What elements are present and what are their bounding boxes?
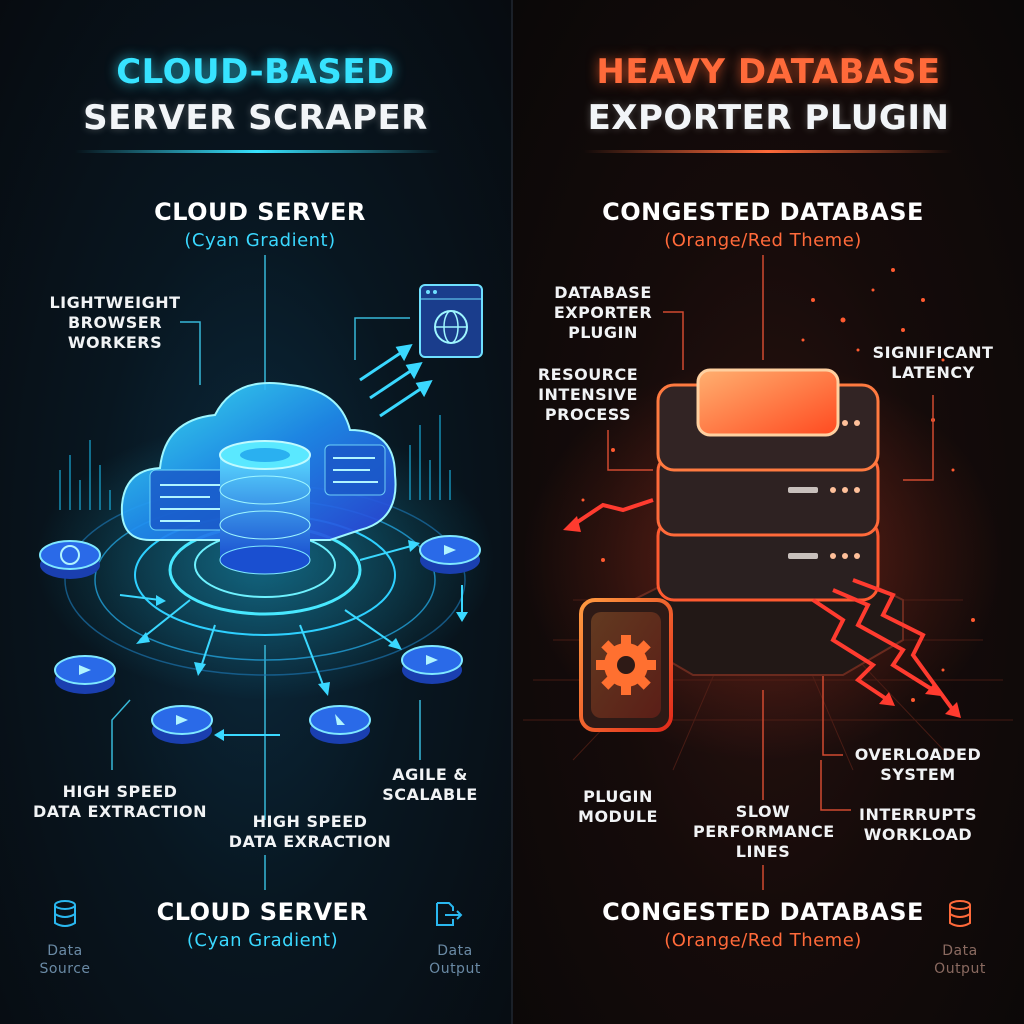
hot-top-plate [696, 368, 840, 437]
right-bottom-label: CONGESTED DATABASE [602, 898, 924, 926]
panel-divider [511, 0, 513, 1024]
upload-arrows [359, 344, 433, 418]
leader-overloaded [822, 660, 843, 756]
data-output-label-right: Data Output [920, 942, 1000, 978]
workers-label-line1: LIGHTWEIGHT [49, 293, 181, 312]
workers-label-line3: WORKERS [67, 333, 163, 352]
data-source-icon [54, 900, 76, 927]
flow-arrows [119, 544, 463, 736]
data-output-label-left-line1: Data [437, 943, 473, 959]
leader-workers [180, 321, 201, 385]
leader-browser [354, 317, 410, 360]
speed-label-center: HIGH SPEED DATA EXRACTION [210, 812, 410, 852]
left-title-line1: CLOUD-BASED [116, 52, 395, 92]
slow-label: SLOW PERFORMANCE LINES [693, 802, 835, 862]
data-output-icon [436, 902, 463, 926]
exporter-label-line1: DATABASE [554, 283, 652, 302]
leader-speed [111, 699, 131, 770]
flow-arrowheads [136, 540, 468, 741]
overloaded-label-line2: SYSTEM [880, 765, 956, 784]
overloaded-label: OVERLOADED SYSTEM [843, 745, 993, 785]
plugin-label: PLUGIN MODULE [553, 787, 683, 827]
left-bottom-label: CLOUD SERVER [156, 898, 369, 926]
resource-label-line2: INTENSIVE [538, 385, 638, 404]
agile-label-line2: SCALABLE [382, 785, 478, 804]
worker-node-3 [151, 705, 213, 744]
data-output-label-left-line2: Output [429, 961, 481, 977]
speed-label-left-line1: HIGH SPEED [62, 782, 178, 801]
exporter-label-line2: EXPORTER [553, 303, 653, 322]
plugin-label-line1: PLUGIN [583, 787, 653, 806]
data-bars [59, 415, 451, 510]
speed-label-center-line2: DATA EXRACTION [228, 832, 392, 851]
left-top-label: CLOUD SERVER [154, 198, 366, 226]
worker-node-5 [401, 645, 463, 684]
left-panel: CLOUD-BASED SERVER SCRAPER CLOUD SERVER … [0, 0, 511, 1024]
resource-label: RESOURCE INTENSIVE PROCESS [518, 365, 658, 425]
speed-label-center-line1: HIGH SPEED [252, 812, 368, 831]
slow-label-line1: SLOW [735, 802, 791, 821]
left-title-line2: SERVER SCRAPER [83, 98, 428, 138]
right-title-line1: HEAVY DATABASE [596, 52, 941, 92]
speed-label-left-line2: DATA EXTRACTION [32, 802, 208, 821]
latency-label-line2: LATENCY [891, 363, 975, 382]
latency-arrowheads [563, 516, 961, 718]
plugin-label-line2: MODULE [578, 807, 658, 826]
data-output-icon-right [949, 900, 971, 927]
resource-label-line3: PROCESS [544, 405, 632, 424]
agile-label: AGILE & SCALABLE [365, 765, 495, 805]
database-stack [219, 440, 311, 575]
worker-node-4 [309, 705, 371, 744]
right-title-underline [583, 150, 953, 153]
cloud-diagram [35, 255, 495, 927]
workers-label-line2: BROWSER [67, 313, 163, 332]
right-top-sub: (Orange/Red Theme) [664, 230, 862, 251]
exporter-label: DATABASE EXPORTER PLUGIN [533, 283, 673, 343]
gear-icon [596, 635, 656, 695]
agile-label-line1: AGILE & [392, 765, 468, 784]
worker-node-2 [54, 655, 116, 694]
leader-exporter [663, 311, 684, 370]
server-tower [656, 368, 880, 602]
overloaded-label-line1: OVERLOADED [854, 745, 982, 764]
worker-node-1 [39, 540, 101, 579]
plugin-module [579, 598, 673, 732]
database-diagram [523, 255, 1013, 927]
right-panel: HEAVY DATABASE EXPORTER PLUGIN CONGESTED… [513, 0, 1024, 1024]
data-output-label-right-line1: Data [942, 943, 978, 959]
exporter-label-line3: PLUGIN [568, 323, 638, 342]
speed-label-left: HIGH SPEED DATA EXTRACTION [20, 782, 220, 822]
worker-node-6 [419, 535, 481, 574]
data-output-label-left: Data Output [415, 942, 495, 978]
browser-window-icon [419, 284, 483, 358]
worker-nodes [39, 535, 481, 744]
leader-interrupts [820, 760, 851, 811]
data-source-label: Data Source [25, 942, 105, 978]
left-bottom-sub: (Cyan Gradient) [186, 930, 339, 951]
data-source-label-line1: Data [47, 943, 83, 959]
latency-zigzags [571, 498, 955, 712]
latency-label-line1: SIGNIFICANT [872, 343, 994, 362]
leader-resource [607, 430, 653, 471]
left-top-sub: (Cyan Gradient) [184, 230, 336, 251]
leader-latency [903, 395, 934, 481]
cloud-data-panel [149, 444, 386, 531]
latency-label: SIGNIFICANT LATENCY [863, 343, 1003, 383]
data-source-label-line2: Source [39, 961, 91, 977]
slow-label-line2: PERFORMANCE [693, 822, 835, 841]
interrupts-label-line2: WORKLOAD [863, 825, 973, 844]
slow-label-line3: LINES [735, 842, 791, 861]
workers-label: LIGHTWEIGHT BROWSER WORKERS [20, 293, 210, 353]
interrupts-label-line1: INTERRUPTS [859, 805, 977, 824]
particles [581, 268, 975, 702]
left-title-underline [75, 150, 440, 153]
right-title-line2: EXPORTER PLUGIN [587, 98, 950, 138]
data-output-label-right-line2: Output [934, 961, 986, 977]
right-bottom-sub: (Orange/Red Theme) [664, 930, 862, 951]
interrupts-label: INTERRUPTS WORKLOAD [843, 805, 993, 845]
resource-label-line1: RESOURCE [537, 365, 639, 384]
right-top-label: CONGESTED DATABASE [602, 198, 924, 226]
